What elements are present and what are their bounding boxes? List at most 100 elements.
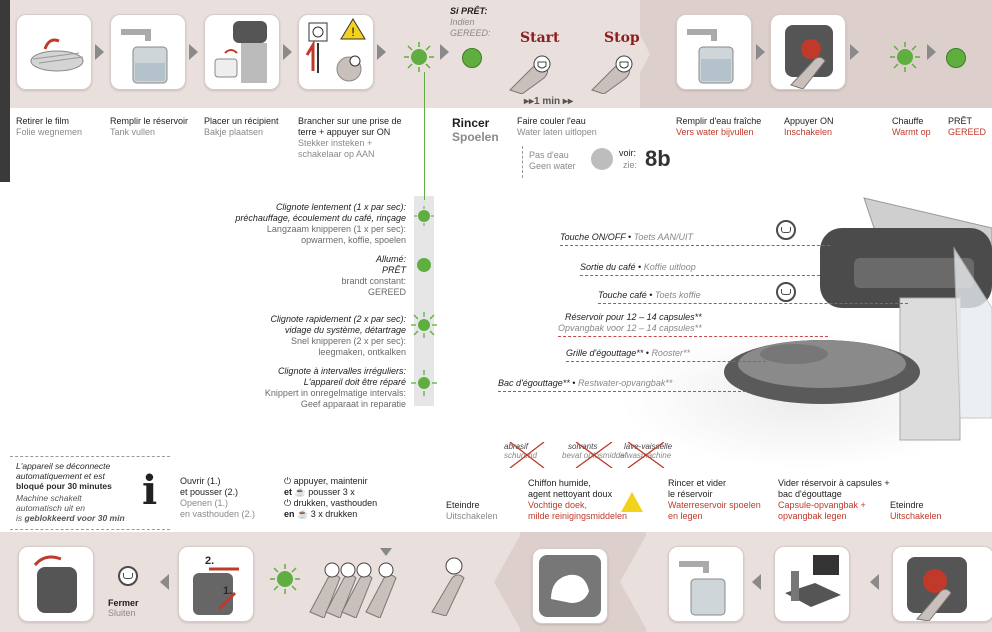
step-number-one: 1.: [223, 585, 233, 597]
si-pret-label: Si PRÊT: Indien GEREED:: [450, 6, 510, 39]
machine-illustration: [724, 188, 992, 450]
tap-tank-icon: [687, 29, 734, 84]
step-icon-refill-water: [676, 14, 752, 90]
leader-line: [566, 361, 766, 362]
si-pret-nl-2: GEREED:: [450, 28, 491, 38]
cup-icon: ☕: [294, 487, 309, 497]
caption-press-on: Appuyer ON Inschakelen: [784, 116, 864, 138]
power-icon: ⏻: [284, 476, 294, 486]
coffee-cup-icon: [776, 282, 796, 302]
label-nl: Rooster**: [651, 348, 690, 358]
caption-nl: Tank vullen: [110, 127, 156, 137]
no-water-fr: Pas d'eau: [529, 150, 569, 160]
led-blinking-icon: [270, 564, 300, 594]
power-button-hand-icon: [907, 557, 967, 622]
stop-label: Stop: [604, 30, 640, 46]
status-fr-2: PRÊT: [381, 265, 406, 275]
caption-nl: Water laten uitlopen: [517, 127, 597, 137]
status-fr-2: préchauffage, écoulement du café, rinçag…: [235, 213, 406, 223]
no-water-nl: Geen water: [529, 161, 576, 171]
power-icon: ⏻: [284, 498, 294, 508]
band-chevron-bottom-1: [494, 532, 522, 632]
label-nl: Opvangbak voor 12 – 14 capsules**: [558, 323, 702, 333]
caption-nl: Vers water bijvullen: [676, 127, 754, 137]
caption-close: Fermer Sluiten: [108, 598, 139, 619]
rincer-heading: Rincer Spoelen: [452, 116, 499, 144]
cross-mark-icon: [627, 442, 665, 468]
caption-fr-1: Vider réservoir à capsules +: [778, 478, 890, 488]
caption-fr: Remplir le réservoir: [110, 116, 189, 126]
status-nl-2: opwarmen, koffie, spoelen: [301, 235, 406, 245]
label-fr: Touche café: [598, 290, 647, 300]
power-icon: [776, 220, 796, 240]
led-blinking-icon: [404, 42, 434, 72]
auto-off-fr-3: bloqué pour 30 minutes: [16, 481, 112, 491]
caption-nl: Sluiten: [108, 608, 136, 618]
led-ready-icon: [462, 48, 482, 68]
svg-text:!: !: [351, 25, 354, 39]
caption-fr: Fermer: [108, 598, 139, 608]
caption-fr: Chauffe: [892, 116, 924, 126]
led-slow-blink-icon: [414, 206, 434, 226]
caption-fr-2: et ☕ pousser 3 x: [284, 487, 355, 497]
step-icon-plug-power: !: [298, 14, 374, 90]
band-chevron-top: [622, 0, 650, 108]
caption-fill-tank: Remplir le réservoir Tank vullen: [110, 116, 200, 138]
auto-off-nl-3a: is: [16, 513, 25, 523]
status-nl-1: brandt constant:: [341, 276, 406, 286]
caption-fr-2: et pousser (2.): [180, 487, 239, 497]
triple-press-hands-icon: [306, 548, 406, 619]
status-slow-blink: Clignote lentement (1 x par sec): précha…: [150, 202, 406, 246]
step-icon-fill-tank: [110, 14, 186, 90]
caption-nl-1: Waterreservoir spoelen: [668, 500, 761, 510]
caption-fr: Faire couler l'eau: [517, 116, 586, 126]
status-fr-2: L'appareil doit être réparé: [303, 377, 406, 387]
status-irregular: Clignote à intervalles irréguliers: L'ap…: [200, 366, 406, 410]
status-fr-1: Clignote lentement (1 x par sec):: [275, 202, 406, 212]
auto-off-nl-2: automatisch uit en: [16, 503, 85, 513]
led-fast-blink-icon: [411, 312, 437, 338]
led-status-column: [414, 196, 434, 406]
caption-rinse-empty: Rincer et vider le réservoir Waterreserv…: [668, 478, 768, 522]
caption-empty-containers: Vider réservoir à capsules + bac d'égout…: [778, 478, 898, 522]
label-coffee-outlet: Sortie du café • Koffie uitloop: [580, 262, 696, 272]
bullet: •: [625, 232, 634, 242]
crossed-fr: lave-vaisselle: [624, 442, 673, 451]
label-nl: Toets AAN/UIT: [633, 232, 694, 242]
si-pret-fr: Si PRÊT:: [450, 6, 488, 16]
status-fr-2: vidage du système, détartrage: [284, 325, 406, 335]
caption-nl: Warmt op: [892, 127, 931, 137]
caption-nl-1: ⏻ drukken, vasthouden: [284, 498, 378, 508]
warning-icon: [621, 492, 643, 512]
status-fr-1: Allumé:: [375, 254, 406, 264]
status-nl-2: GEREED: [367, 287, 406, 297]
caption-heating: Chauffe Warmt op: [892, 116, 940, 138]
machine-lever-icon: [33, 555, 77, 613]
label-drip-tray: Bac d'égouttage** • Restwater-opvangbak*…: [498, 378, 672, 388]
plug-warning-icon: !: [305, 18, 366, 82]
status-nl-1: Snel knipperen (2 x per sec):: [290, 336, 406, 346]
info-icon: i: [142, 467, 158, 514]
step-icon-open-push: 2. 1.: [178, 546, 254, 622]
arrow-right-icon: [377, 44, 386, 60]
leader-line: [580, 275, 820, 276]
crossed-solvents: solvants bevat oplosmiddel: [562, 442, 632, 468]
band-chevron-bottom-2: [620, 532, 648, 632]
label-nl: Koffie uitloop: [643, 262, 696, 272]
caption-fr-2: le réservoir: [668, 489, 713, 499]
label-on-off: Touche ON/OFF • Toets AAN/UIT: [560, 232, 693, 242]
caption-nl-2: en legen: [668, 511, 703, 521]
arrow-right-icon: [850, 44, 859, 60]
caption-fr-1: Chiffon humide,: [528, 478, 591, 488]
caption-fr: Placer un récipient: [204, 116, 279, 126]
caption-nl: Stekker insteken + schakelaar op AAN: [298, 138, 375, 159]
tap-tank-icon: [121, 29, 168, 84]
sad-face-icon: [591, 148, 613, 170]
caption-fr: Appuyer ON: [784, 116, 834, 126]
caption-nl-1: Openen (1.): [180, 498, 229, 508]
rincer-nl: Spoelen: [452, 130, 499, 144]
rincer-fr: Rincer: [452, 116, 490, 130]
cloth-wipe-icon: [539, 555, 601, 617]
led-heating-icon: [890, 42, 920, 72]
label-fr: Bac d'égouttage**: [498, 378, 570, 388]
